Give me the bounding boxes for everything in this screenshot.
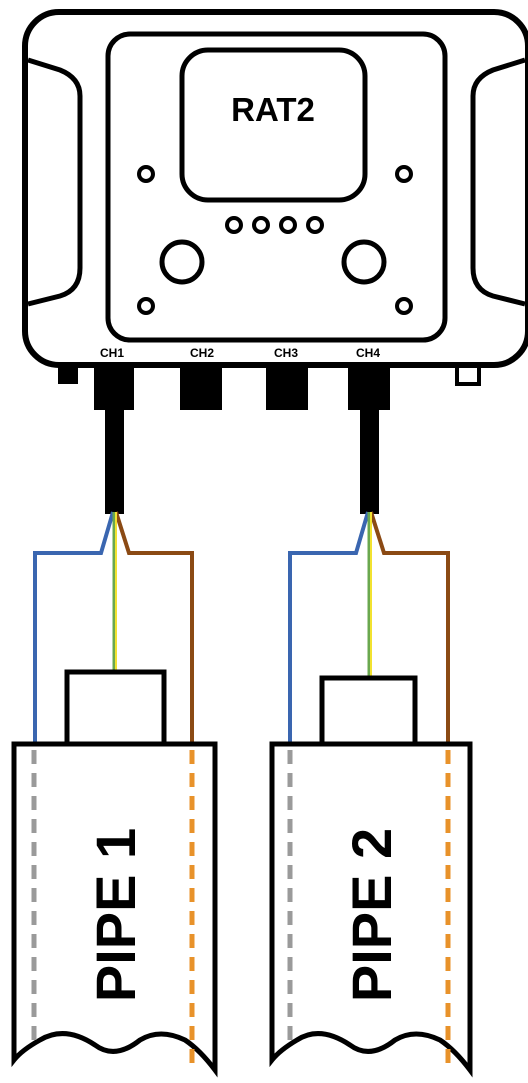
connector-ch4 — [348, 366, 390, 410]
pipe-2: PIPE 2 — [269, 675, 473, 1078]
channel-label-ch3: CH3 — [274, 346, 298, 360]
left-grip — [27, 57, 83, 307]
cable-ch1 — [33, 410, 194, 744]
screw-top-right-icon — [395, 165, 413, 183]
pipe-1: PIPE 1 — [11, 669, 218, 1078]
cable-ch1-sheath — [105, 410, 124, 514]
cable-ch1-blue-wire — [33, 511, 115, 744]
pipe-1-label: PIPE 1 — [84, 828, 147, 1002]
led-4-icon — [306, 216, 324, 234]
channel-label-ch1: CH1 — [100, 346, 124, 360]
left-button-icon — [159, 239, 205, 285]
screw-top-left-icon — [137, 165, 155, 183]
channel-label-ch4: CH4 — [356, 346, 380, 360]
pipe-1-clamp — [64, 669, 167, 747]
connector-ch3 — [266, 366, 308, 410]
cable-ch1-brown-wire — [114, 511, 194, 744]
connector-ch1 — [94, 366, 134, 410]
device-name-label: RAT2 — [231, 91, 315, 128]
small-port-right — [455, 364, 481, 386]
pipe-2-label: PIPE 2 — [340, 828, 403, 1002]
led-2-icon — [252, 216, 270, 234]
connector-ch2 — [180, 366, 222, 410]
rat2-device: RAT2 CH1 CH2 CH3 CH4 — [22, 9, 528, 410]
led-1-icon — [225, 216, 243, 234]
cable-ch4-sheath — [360, 410, 379, 514]
pipe-2-clamp — [319, 675, 418, 747]
cable-ch4-blue-wire — [288, 511, 370, 744]
right-grip — [470, 57, 526, 307]
screw-bottom-left-icon — [137, 297, 155, 315]
right-button-icon — [341, 239, 387, 285]
pipe-1-body — [11, 741, 218, 1078]
cable-ch4-brown-wire — [369, 511, 450, 744]
small-port-left — [58, 366, 78, 384]
pipe-2-body — [269, 741, 473, 1078]
led-3-icon — [279, 216, 297, 234]
cable-ch4 — [288, 410, 450, 744]
display-window — [179, 47, 368, 203]
channel-label-ch2: CH2 — [190, 346, 214, 360]
screw-bottom-right-icon — [395, 297, 413, 315]
